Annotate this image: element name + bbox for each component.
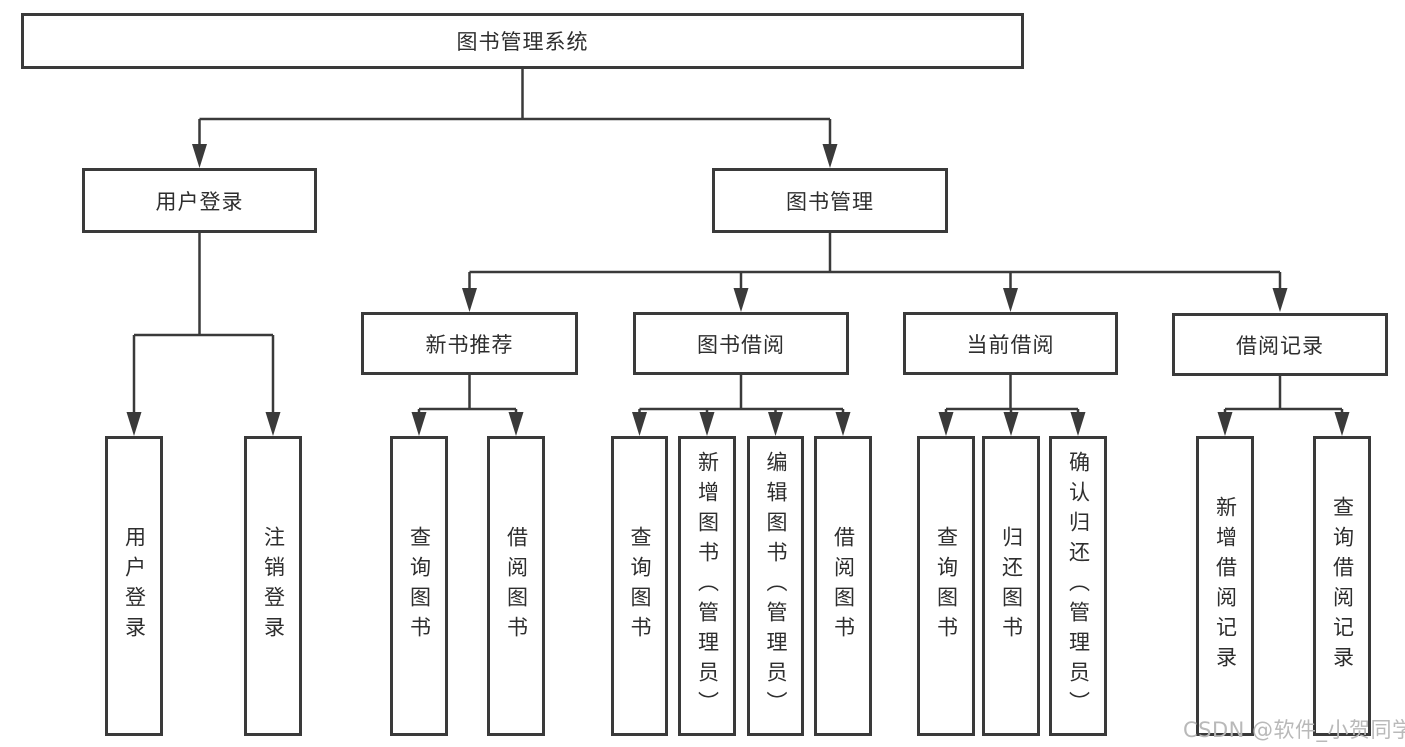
arrowheads <box>126 144 1350 436</box>
node-book-management: 图书管理 <box>712 168 948 233</box>
leaf-borrow-books-recommend: 借阅图书 <box>487 436 545 736</box>
node-label: 编辑图书（管理员） <box>764 451 788 721</box>
node-label: 借阅图书 <box>831 526 856 646</box>
csdn-watermark: CSDN @软件_小贺同学 <box>1183 718 1405 742</box>
leaf-query-borrow-record: 查询借阅记录 <box>1313 436 1371 736</box>
node-current-borrow: 当前借阅 <box>903 312 1118 375</box>
leaf-logout: 注销登录 <box>244 436 302 736</box>
leaf-query-books-current: 查询图书 <box>917 436 975 736</box>
node-label: 用户登录 <box>122 526 147 646</box>
node-borrow-records: 借阅记录 <box>1172 313 1388 376</box>
node-user-login: 用户登录 <box>82 168 317 233</box>
node-label: 新增借阅记录 <box>1213 496 1238 676</box>
leaf-add-borrow-record: 新增借阅记录 <box>1196 436 1254 736</box>
leaf-confirm-return-admin: 确认归还（管理员） <box>1049 436 1107 736</box>
node-label: 归还图书 <box>999 526 1024 646</box>
leaf-query-books-recommend: 查询图书 <box>390 436 448 736</box>
leaf-user-login: 用户登录 <box>105 436 163 736</box>
node-label: 查询图书 <box>407 526 432 646</box>
node-label: 查询图书 <box>934 526 959 646</box>
leaf-add-books-admin: 新增图书（管理员） <box>678 436 736 736</box>
node-label: 图书管理系统 <box>456 30 589 54</box>
node-label: 图书管理 <box>786 189 874 214</box>
node-label: 图书借阅 <box>697 332 785 357</box>
leaf-edit-books-admin: 编辑图书（管理员） <box>747 436 804 736</box>
node-label: 借阅图书 <box>504 526 529 646</box>
node-system-root: 图书管理系统 <box>21 13 1024 69</box>
node-label: 当前借阅 <box>966 332 1055 357</box>
node-book-borrow: 图书借阅 <box>633 312 849 375</box>
node-label: 查询图书 <box>628 526 652 646</box>
node-label: 新增图书（管理员） <box>695 451 720 721</box>
leaf-return-books: 归还图书 <box>982 436 1040 736</box>
node-label: 注销登录 <box>261 526 286 646</box>
leaf-borrow-books: 借阅图书 <box>814 436 872 736</box>
node-label: 用户登录 <box>155 189 244 214</box>
node-new-book-recommend: 新书推荐 <box>361 312 578 375</box>
leaf-query-books-borrow: 查询图书 <box>611 436 668 736</box>
node-label: 新书推荐 <box>425 332 514 357</box>
node-label: 查询借阅记录 <box>1330 496 1355 676</box>
node-label: 借阅记录 <box>1236 333 1324 358</box>
node-label: 确认归还（管理员） <box>1066 451 1091 721</box>
